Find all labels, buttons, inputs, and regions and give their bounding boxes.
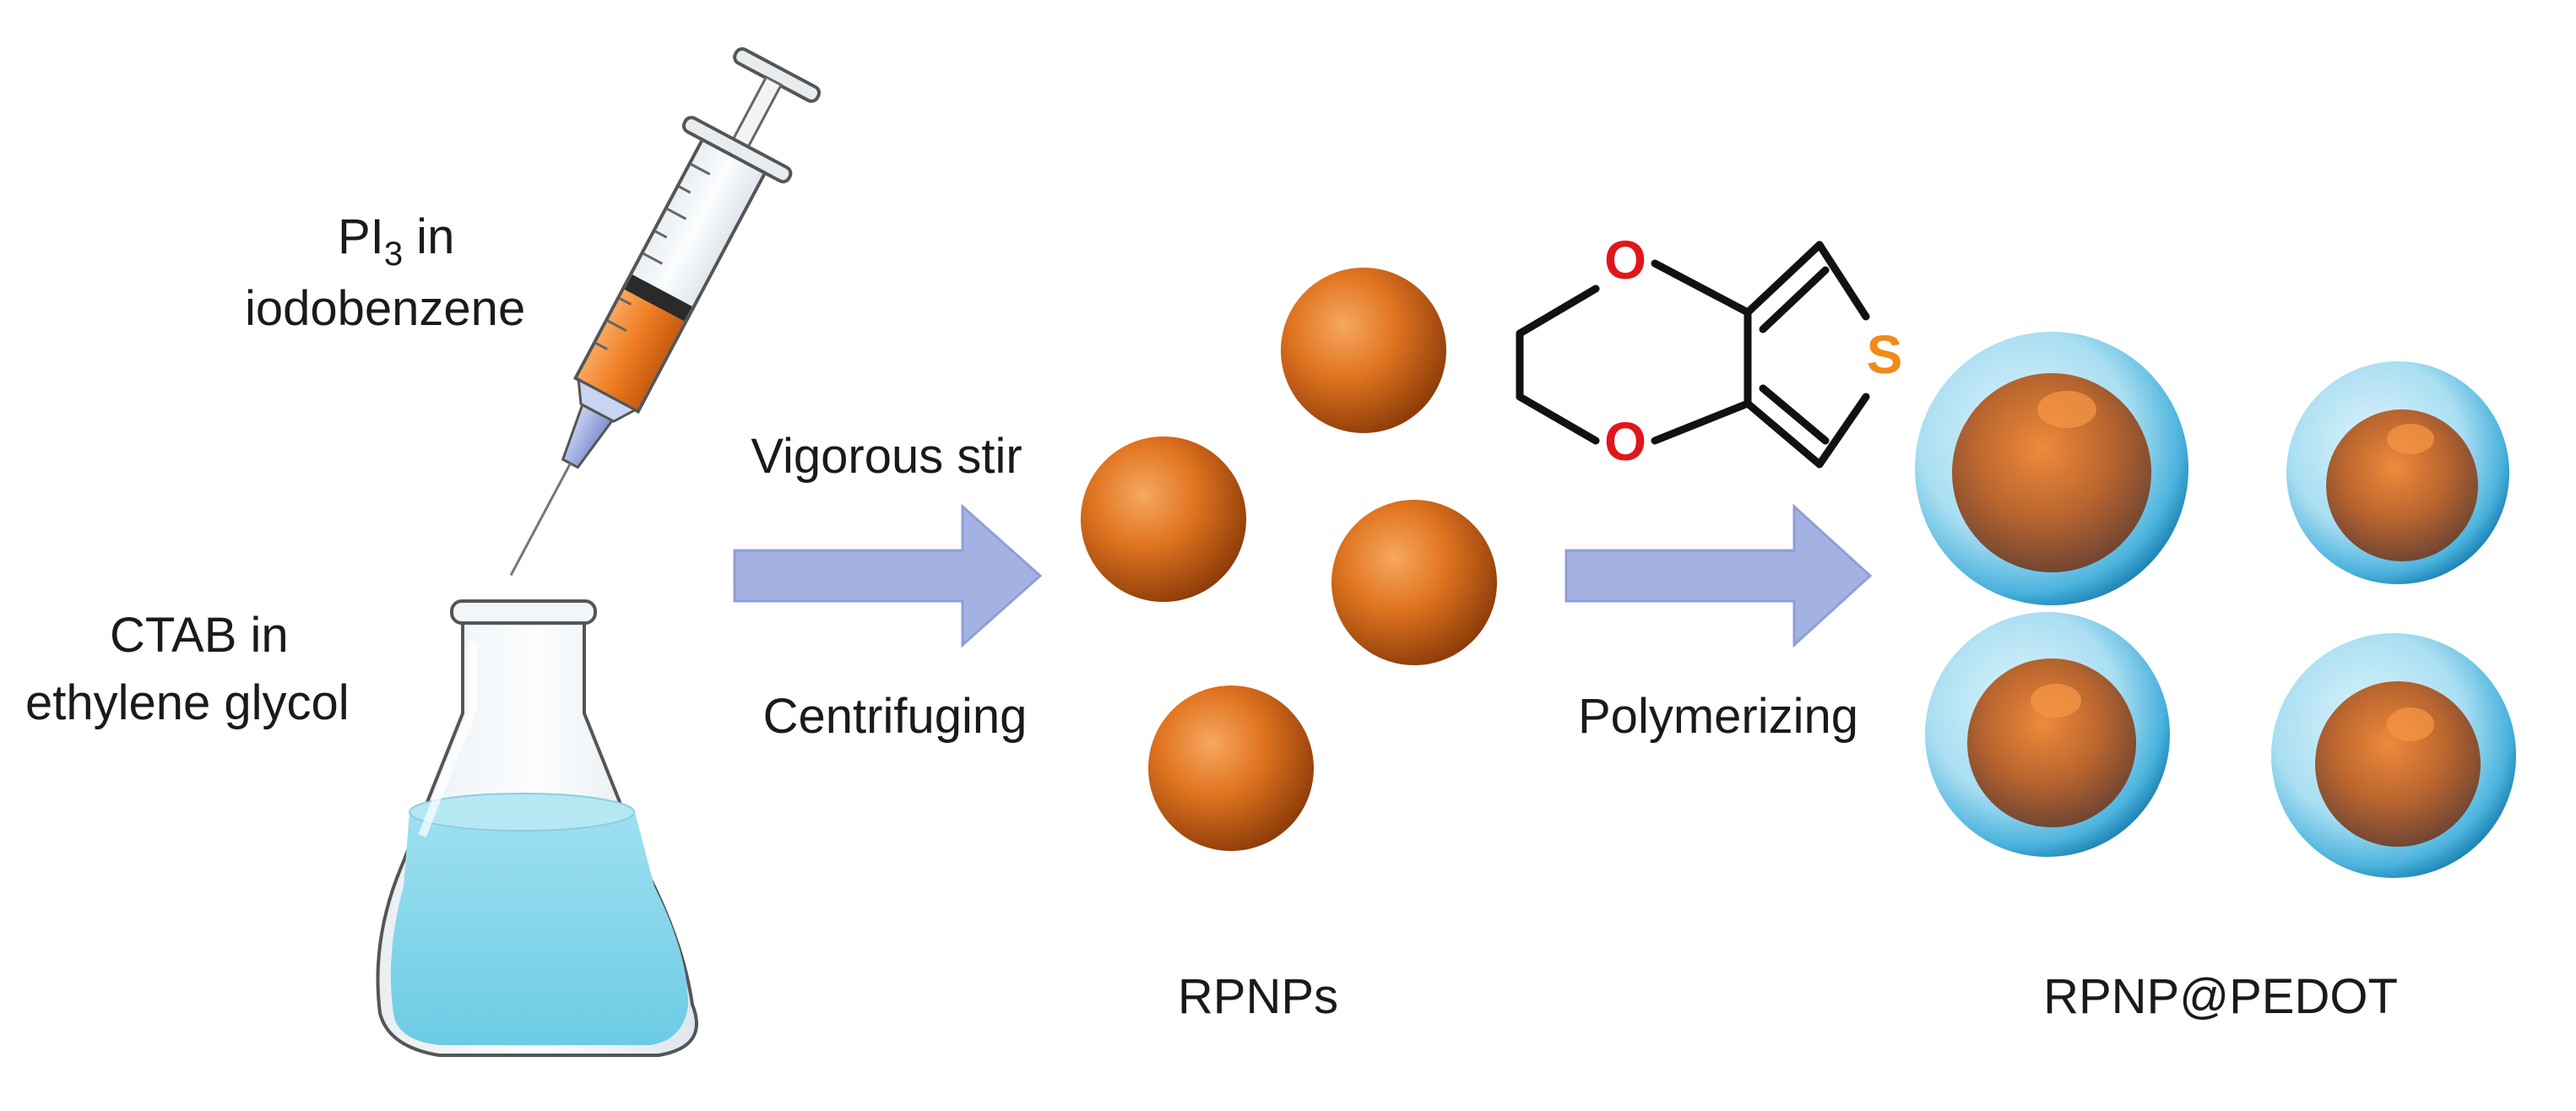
step2-bottom-label: Polymerizing (1578, 689, 1858, 744)
core-shell-particle (2286, 361, 2509, 584)
step1-bottom-label: Centrifuging (763, 689, 1028, 744)
core-shell-particle (2271, 633, 2516, 878)
surfactant-label-line1: CTAB in (110, 608, 289, 663)
rpnp-particle (1081, 436, 1246, 602)
syringe-tip (577, 377, 638, 423)
rpnps-label: RPNPs (1178, 969, 1338, 1024)
syringe-graduations (595, 163, 711, 350)
surfactant-label-line2: ethylene glycol (25, 675, 350, 730)
edot-oxygen-top: O (1604, 230, 1646, 290)
edot-oxygen-bottom: O (1604, 411, 1646, 472)
rpnp-particles (1081, 268, 1497, 851)
core-shell-particle (1915, 332, 2188, 605)
rpnp-particle (1331, 500, 1497, 665)
syringe-needle (509, 463, 572, 577)
arrow-step2 (1565, 503, 1873, 648)
core-shell-particles (1915, 332, 2516, 878)
syringe-stopper (624, 274, 692, 322)
syringe-liquid (578, 289, 685, 409)
arrow-step1 (733, 503, 1043, 648)
flask-rim (450, 599, 597, 625)
rpnp-particle (1281, 268, 1446, 433)
rpnp-particle (1148, 686, 1314, 851)
flask-highlight (418, 642, 477, 837)
syringe-needle-hub (561, 403, 615, 469)
edot-molecule (1516, 241, 1870, 469)
precursor-solvent-label: iodobenzene (245, 281, 525, 336)
flask-liquid (390, 812, 688, 1045)
flask-liquid-surface (409, 793, 635, 832)
edot-sulfur: S (1867, 324, 1903, 385)
core-shell-particle (1925, 612, 2170, 857)
rpnp-pedot-label: RPNP@PEDOT (2043, 969, 2398, 1024)
erlenmeyer-flask (376, 599, 698, 1057)
precursor-label: PI3 in (338, 209, 454, 273)
syringe (509, 46, 822, 577)
step1-top-label: Vigorous stir (751, 429, 1022, 484)
